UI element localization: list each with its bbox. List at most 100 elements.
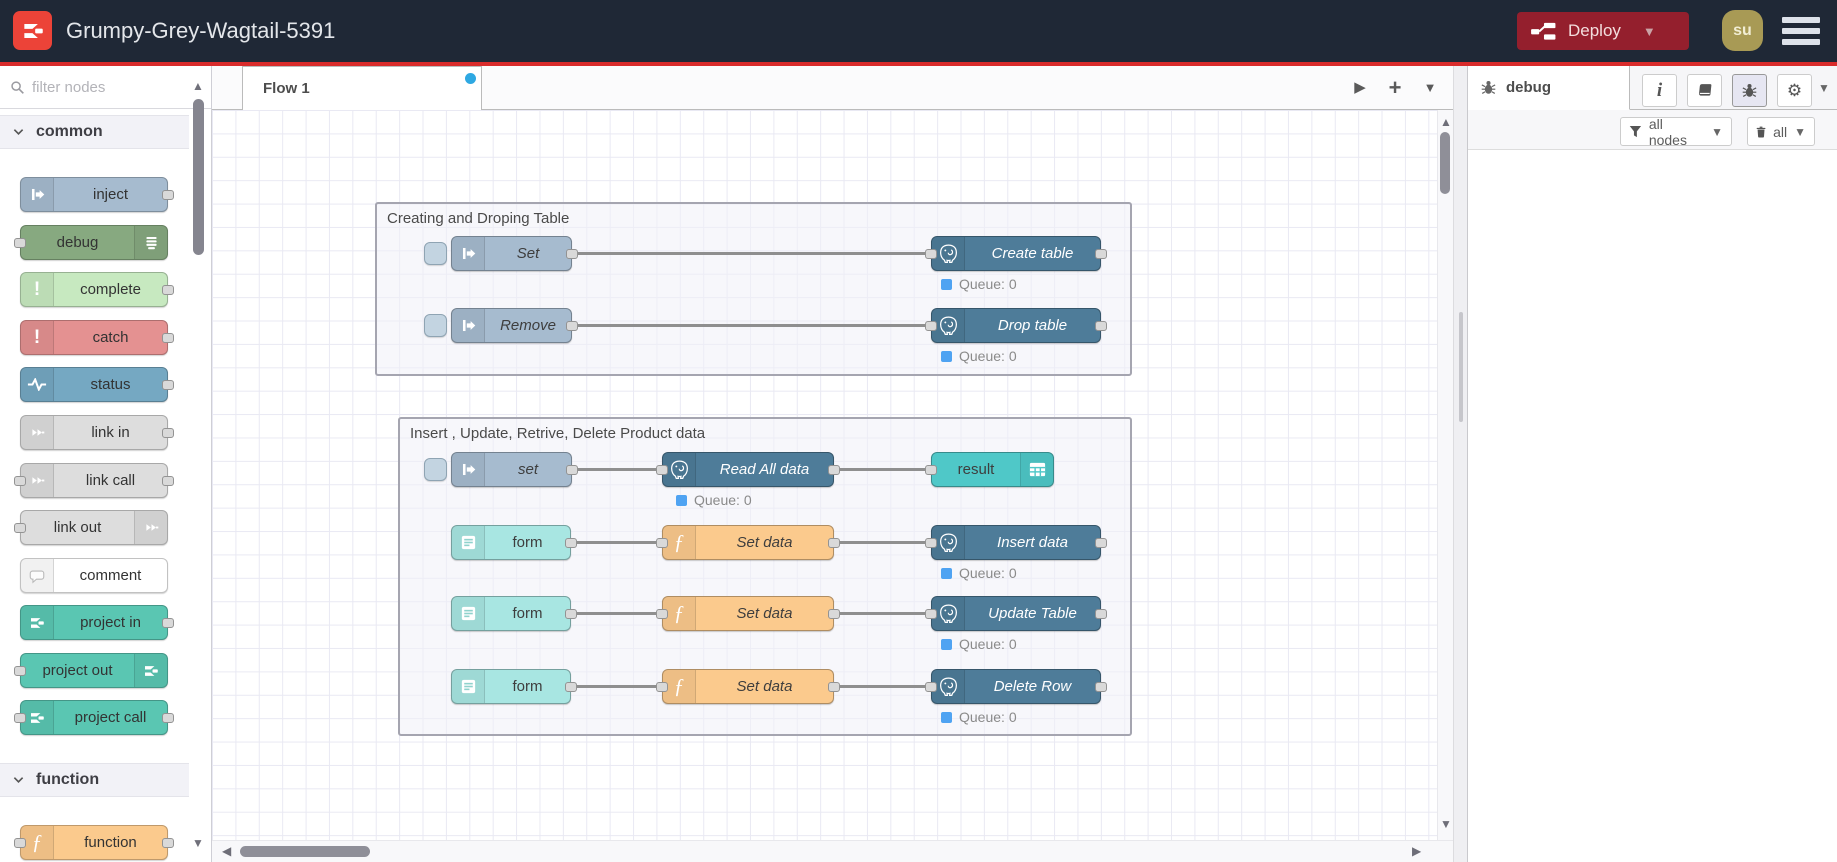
input-port[interactable] [925, 249, 937, 259]
palette-node-link-in[interactable]: link in [20, 415, 174, 450]
canvas-horizontal-scrollbar[interactable] [212, 840, 1453, 862]
tab-debug[interactable]: debug [1468, 66, 1630, 110]
node-create-table[interactable]: Create table [925, 236, 1107, 271]
input-port[interactable] [925, 609, 937, 619]
node-read-all-data[interactable]: Read All data [656, 452, 840, 487]
palette-node-link-call[interactable]: link call [14, 463, 174, 498]
scroll-up-arrow[interactable]: ▲ [1440, 115, 1452, 129]
canvas-vscroll-thumb[interactable] [1440, 132, 1450, 194]
debug-tab-button[interactable] [1732, 74, 1767, 107]
input-port[interactable] [656, 465, 668, 475]
info-tab-button[interactable]: i [1642, 74, 1677, 107]
output-port[interactable] [162, 333, 174, 343]
canvas-vertical-scrollbar[interactable] [1437, 110, 1453, 840]
wire[interactable] [834, 685, 931, 688]
palette-node-comment[interactable]: comment [20, 558, 168, 593]
wire[interactable] [834, 468, 931, 471]
palette-node-complete[interactable]: ! complete [20, 272, 174, 307]
palette-section-common[interactable]: common [0, 115, 189, 149]
node-delete-row[interactable]: Delete Row [925, 669, 1107, 704]
palette-filter-input[interactable] [32, 78, 182, 96]
input-port[interactable] [14, 476, 26, 486]
output-port[interactable] [1095, 538, 1107, 548]
output-port[interactable] [828, 682, 840, 692]
node-update-table[interactable]: Update Table [925, 596, 1107, 631]
palette-node-status[interactable]: status [20, 367, 174, 402]
palette-scrollbar-thumb[interactable] [193, 99, 204, 255]
output-port[interactable] [162, 713, 174, 723]
node-inject-remove[interactable]: Remove [451, 308, 578, 343]
palette-node-project-in[interactable]: project in [20, 605, 174, 640]
output-port[interactable] [1095, 609, 1107, 619]
output-port[interactable] [1095, 249, 1107, 259]
input-port[interactable] [656, 538, 668, 548]
help-tab-button[interactable] [1687, 74, 1722, 107]
palette-scroll-down-arrow[interactable]: ▼ [192, 836, 204, 850]
wire[interactable] [834, 612, 931, 615]
output-port[interactable] [162, 618, 174, 628]
input-port[interactable] [14, 713, 26, 723]
deploy-options-caret[interactable]: ▼ [1642, 23, 1656, 39]
input-port[interactable] [656, 682, 668, 692]
wire[interactable] [572, 324, 931, 327]
input-port[interactable] [925, 682, 937, 692]
user-avatar[interactable]: su [1722, 10, 1763, 51]
tab-flow-1[interactable]: Flow 1 [242, 66, 482, 110]
flow-list-caret[interactable]: ▼ [1423, 80, 1437, 95]
input-port[interactable] [925, 321, 937, 331]
output-port[interactable] [162, 428, 174, 438]
output-port[interactable] [566, 249, 578, 259]
palette-node-inject[interactable]: inject [20, 177, 174, 212]
sidebar-tabs-caret[interactable]: ▼ [1818, 81, 1830, 95]
node-result-table[interactable]: result [925, 452, 1054, 487]
input-port[interactable] [14, 523, 26, 533]
scroll-right-arrow[interactable]: ▶ [1412, 844, 1422, 858]
main-menu-button[interactable] [1782, 17, 1820, 45]
palette-section-function[interactable]: function [0, 763, 189, 797]
canvas-hscroll-thumb[interactable] [240, 846, 370, 857]
output-port[interactable] [828, 465, 840, 475]
inject-button[interactable] [424, 314, 447, 337]
output-port[interactable] [162, 838, 174, 848]
flow-canvas[interactable]: Creating and Droping Table Insert , Upda… [212, 110, 1453, 862]
node-inject-set2[interactable]: set [451, 452, 578, 487]
node-inject-set[interactable]: Set [451, 236, 578, 271]
inject-button[interactable] [424, 242, 447, 265]
group-creating-droping-table[interactable]: Creating and Droping Table [375, 202, 1132, 376]
wire[interactable] [572, 252, 931, 255]
splitter-grip[interactable] [1459, 312, 1463, 422]
output-port[interactable] [565, 682, 577, 692]
config-nodes-tab-button[interactable]: ⚙ [1777, 74, 1812, 107]
output-port[interactable] [565, 538, 577, 548]
scroll-down-arrow[interactable]: ▼ [1440, 817, 1452, 831]
node-set-data[interactable]: ƒ Set data [656, 596, 840, 631]
palette-node-debug[interactable]: debug [14, 225, 168, 260]
input-port[interactable] [14, 666, 26, 676]
palette-search-box[interactable] [0, 66, 211, 109]
node-form[interactable]: form [451, 669, 577, 704]
palette-node-link-out[interactable]: link out [14, 510, 168, 545]
debug-filter-button[interactable]: all nodes ▼ [1620, 116, 1732, 148]
node-insert-data[interactable]: Insert data [925, 525, 1107, 560]
add-flow-button[interactable]: + [1388, 75, 1402, 100]
debug-clear-button[interactable]: all ▼ [1747, 117, 1815, 146]
wire[interactable] [571, 541, 662, 544]
wire[interactable] [572, 468, 662, 471]
input-port[interactable] [925, 538, 937, 548]
output-port[interactable] [828, 609, 840, 619]
node-form[interactable]: form [451, 525, 577, 560]
output-port[interactable] [162, 476, 174, 486]
output-port[interactable] [565, 609, 577, 619]
wire[interactable] [834, 541, 931, 544]
output-port[interactable] [566, 321, 578, 331]
output-port[interactable] [1095, 682, 1107, 692]
node-set-data[interactable]: ƒ Set data [656, 669, 840, 704]
output-port[interactable] [1095, 321, 1107, 331]
input-port[interactable] [925, 465, 937, 475]
output-port[interactable] [162, 190, 174, 200]
wire[interactable] [571, 612, 662, 615]
node-form[interactable]: form [451, 596, 577, 631]
sidebar-splitter[interactable] [1453, 66, 1468, 862]
input-port[interactable] [14, 838, 26, 848]
input-port[interactable] [14, 238, 26, 248]
